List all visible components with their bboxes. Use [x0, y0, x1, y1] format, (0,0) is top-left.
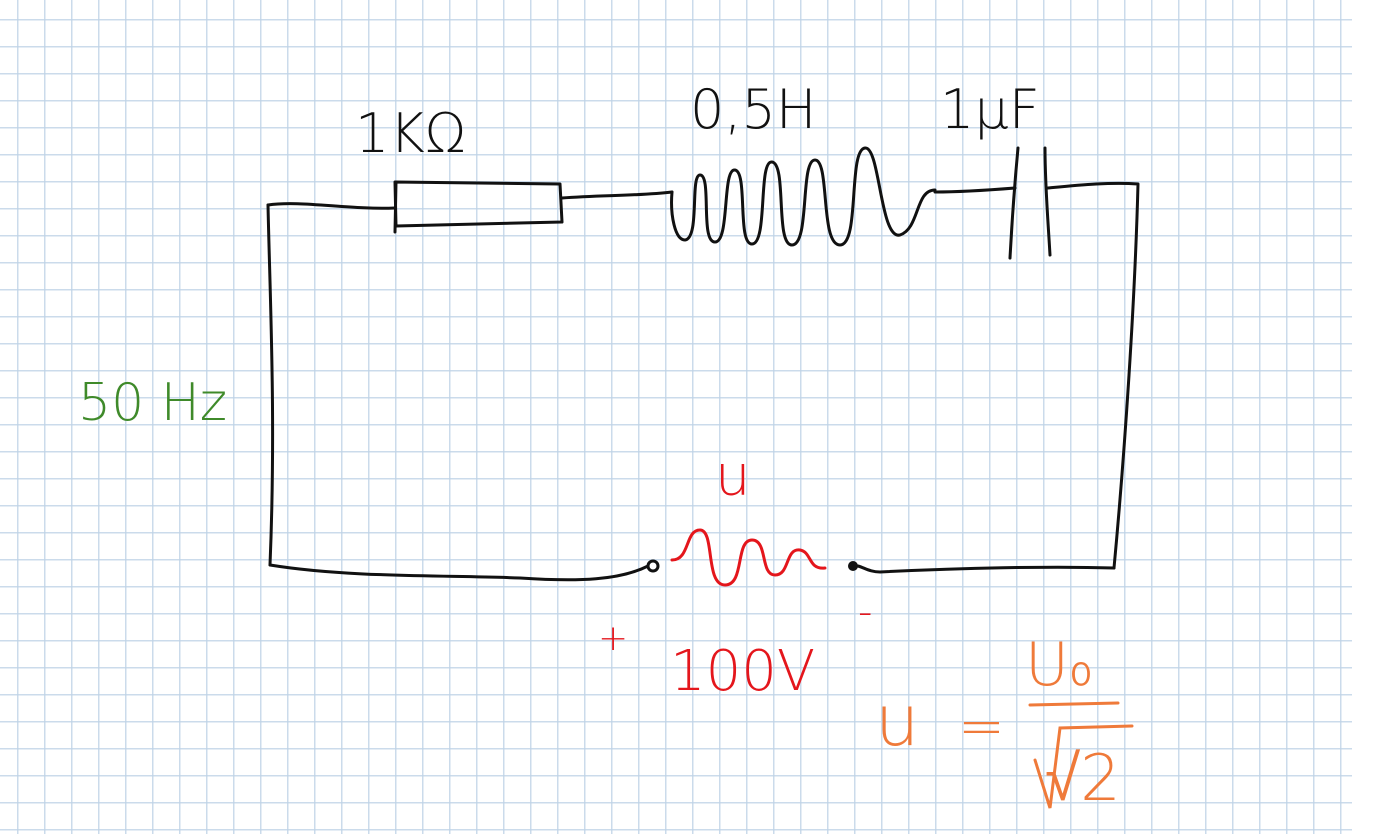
- fraction-bar: [1028, 701, 1120, 707]
- plus-label: +: [598, 618, 628, 659]
- source-symbol-label: u: [715, 444, 751, 509]
- inductor-label: 0,5H: [690, 78, 816, 141]
- wire-bottom-left: [268, 563, 650, 582]
- wire-inductor-capacitor: [933, 186, 1017, 194]
- sqrt-sign-icon: [1033, 724, 1134, 809]
- grid-edge: [1352, 0, 1381, 834]
- inductor-symbol: [670, 146, 937, 247]
- resistor-label: 1KΩ: [355, 102, 466, 165]
- wire-left: [266, 203, 275, 567]
- formula-numerator: U₀: [1025, 630, 1093, 700]
- formula-equals: =: [958, 694, 1005, 759]
- terminal-minus: [848, 561, 858, 571]
- wire-bottom-right: [856, 564, 1116, 574]
- formula-denominator: √2: [1045, 742, 1121, 816]
- minus-label: -: [858, 589, 872, 635]
- frequency-label: 50 Hz: [78, 373, 227, 433]
- wire-top-left: [266, 202, 397, 210]
- capacitor-plate-left: [1008, 146, 1020, 260]
- wire-resistor-inductor: [560, 190, 674, 200]
- ac-source-wave-icon: [670, 528, 827, 587]
- voltage-label: 100V: [670, 639, 815, 704]
- wire-capacitor-right: [1046, 181, 1140, 570]
- terminal-plus: [646, 559, 660, 573]
- capacitor-label: 1μF: [940, 78, 1040, 141]
- capacitor-plate-right: [1043, 146, 1052, 257]
- resistor-symbol: [393, 180, 564, 234]
- formula-lhs: u: [875, 680, 919, 762]
